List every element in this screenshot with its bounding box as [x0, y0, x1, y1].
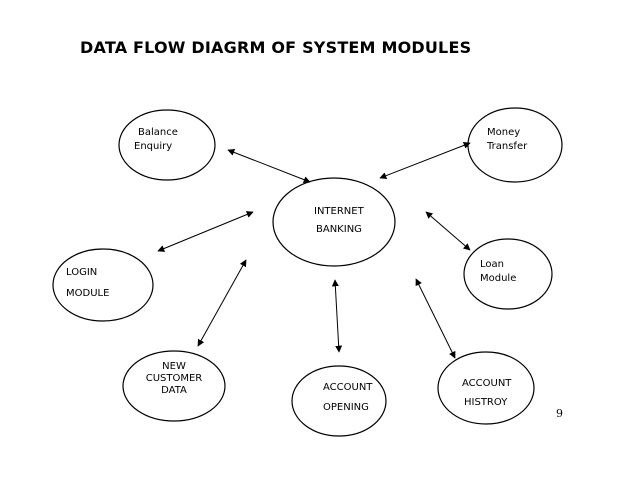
- balance-enquiry-label-1: Balance: [138, 127, 178, 138]
- new-customer-data-node: [122, 350, 226, 422]
- arrow-customer-center: [197, 259, 247, 347]
- login-module-label-1: LOGIN: [66, 267, 98, 278]
- balance-enquiry-label-2: Enquiry: [134, 141, 173, 152]
- loan-module-node: [463, 238, 553, 310]
- balance-enquiry-node: [118, 109, 216, 181]
- loan-module-label-2: Module: [480, 273, 517, 284]
- new-customer-label-2: CUSTOMER: [145, 373, 203, 384]
- internet-banking-label-1: INTERNET: [314, 206, 364, 217]
- diagram-title: DATA FLOW DIAGRM OF SYSTEM MODULES: [80, 38, 472, 57]
- account-history-label-2: HISTROY: [464, 397, 508, 408]
- new-customer-label-3: DATA: [161, 385, 187, 396]
- login-module-node: [52, 248, 154, 322]
- arrow-opening-center: [331, 279, 343, 353]
- arrow-login-center: [157, 211, 254, 252]
- arrow-center-loan: [425, 211, 471, 251]
- arrow-balance-center: [227, 149, 311, 183]
- new-customer-label-1: NEW: [162, 361, 186, 372]
- money-transfer-label-1: Money: [487, 127, 521, 138]
- arrow-money-center: [379, 142, 471, 179]
- account-opening-label-1: ACCOUNT: [323, 382, 373, 393]
- account-opening-node: [291, 365, 387, 437]
- account-opening-label-2: OPENING: [323, 402, 369, 413]
- internet-banking-label-2: BANKING: [316, 224, 362, 235]
- page-number: 9: [556, 407, 563, 420]
- account-history-label-1: ACCOUNT: [462, 378, 512, 389]
- login-module-label-2: MODULE: [66, 288, 110, 299]
- loan-module-label-1: Loan: [480, 259, 504, 270]
- money-transfer-label-2: Transfer: [487, 141, 528, 152]
- internet-banking-node: [272, 177, 396, 267]
- account-history-node: [437, 351, 535, 425]
- arrow-history-center: [415, 278, 456, 359]
